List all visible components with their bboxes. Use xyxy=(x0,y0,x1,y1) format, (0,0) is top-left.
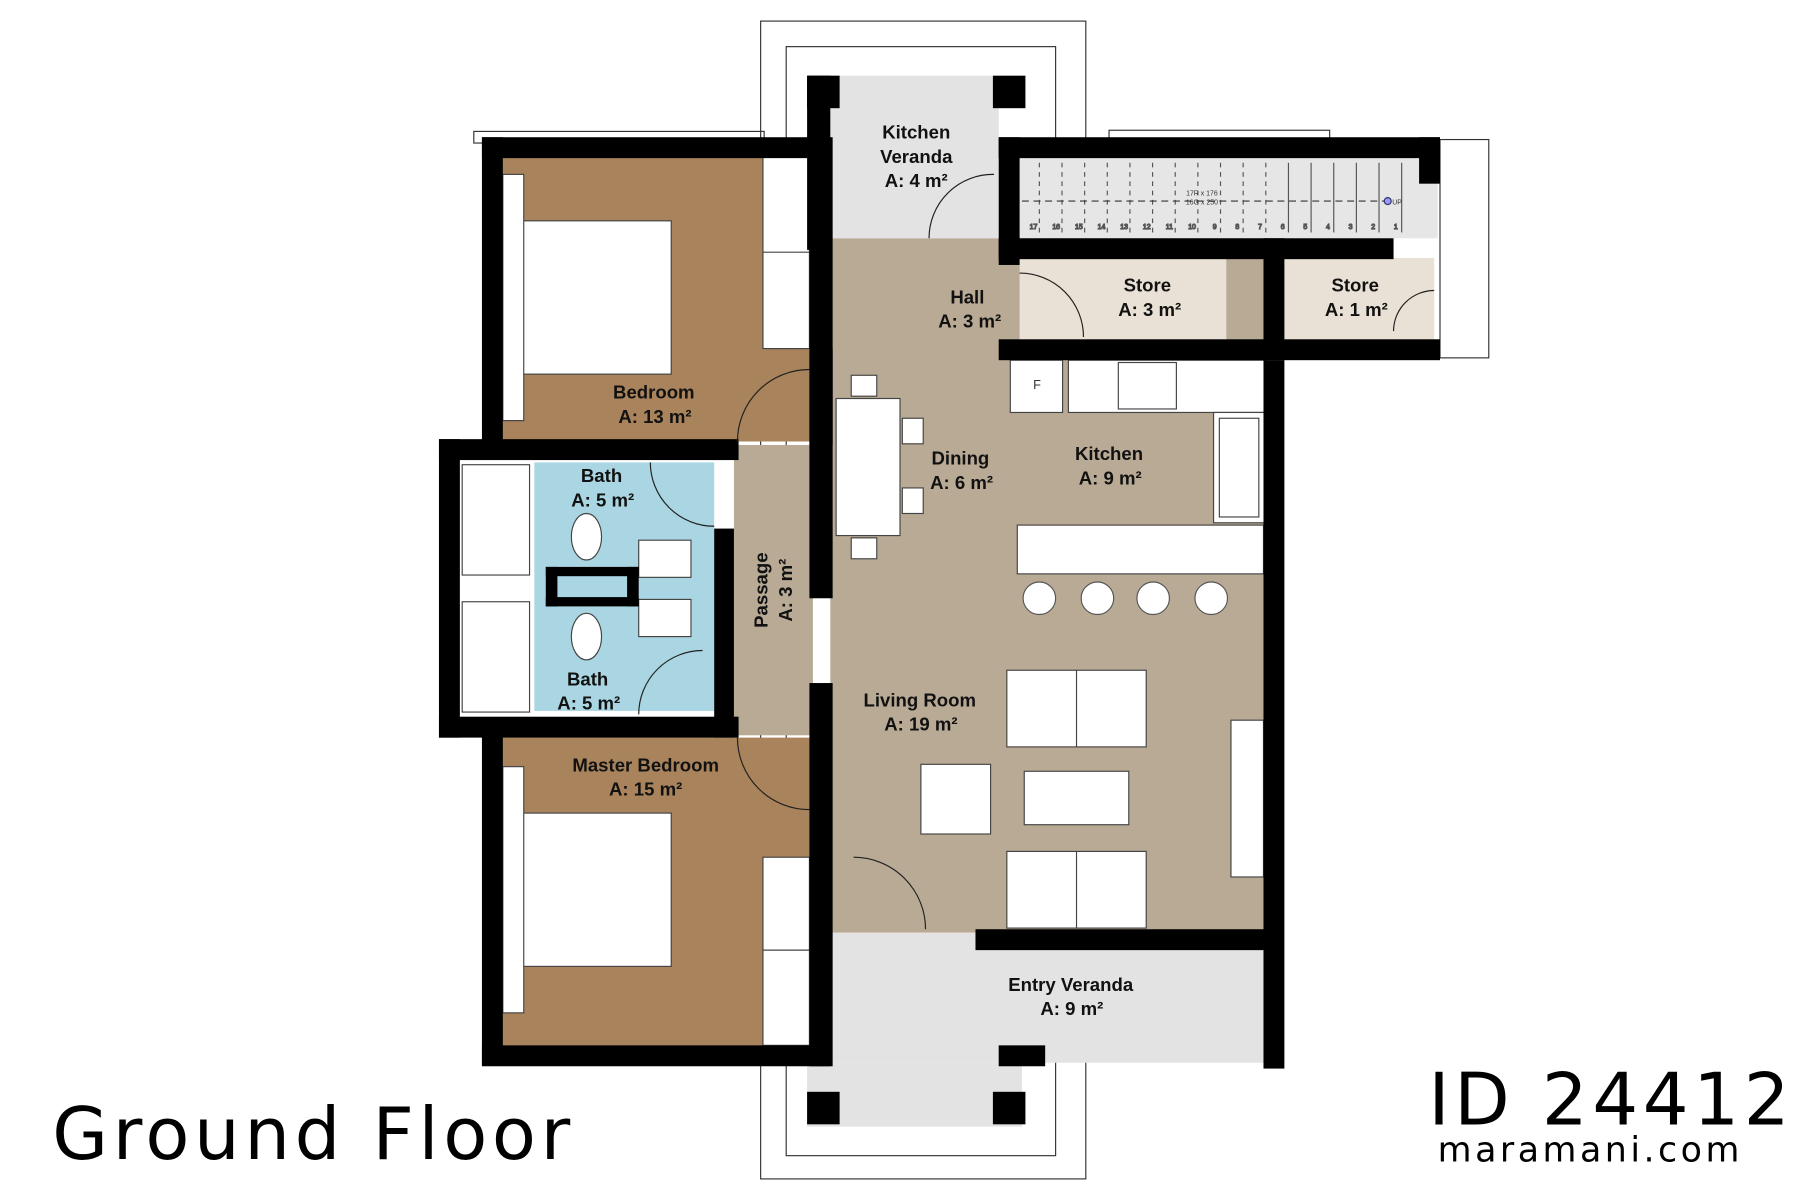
stair-start-marker xyxy=(1383,197,1392,206)
stair-risers: 17R x 176 xyxy=(1186,190,1218,197)
plan-title: Ground Floor xyxy=(52,1092,575,1176)
store-floor xyxy=(1019,258,1227,342)
room-area: A: 9 m² xyxy=(1040,998,1103,1019)
living-furniture xyxy=(920,669,1265,929)
passage-floor xyxy=(733,444,813,736)
dining-table xyxy=(835,374,924,560)
room-name: Living Room xyxy=(863,689,976,710)
kitchen-counters xyxy=(1009,359,1267,575)
bar-stools xyxy=(1022,581,1229,616)
room-name: Hall xyxy=(950,286,984,307)
room-area: A: 3 m² xyxy=(1118,299,1181,320)
room-name: Entry Veranda xyxy=(1008,974,1134,995)
bath-floor xyxy=(534,462,715,711)
stair-step-number: 8 xyxy=(1235,224,1239,231)
room-area: A: 9 m² xyxy=(1079,467,1142,488)
room-name: Veranda xyxy=(880,146,953,167)
room-name: Master Bedroom xyxy=(572,754,719,775)
room-name: Kitchen xyxy=(1075,443,1143,464)
stair-step-number: 3 xyxy=(1349,224,1353,231)
room-area: A: 19 m² xyxy=(884,714,957,735)
room-name: Store xyxy=(1124,275,1172,296)
room-area: A: 1 m² xyxy=(1325,299,1388,320)
plan-id: ID 24412 xyxy=(1428,1057,1794,1141)
room-name: Store xyxy=(1331,275,1379,296)
room-name: Kitchen xyxy=(882,121,950,142)
stair-step-number: 14 xyxy=(1098,224,1106,231)
stair-step-number: 6 xyxy=(1281,224,1285,231)
bath-fixtures xyxy=(461,464,692,713)
room-name: Bath xyxy=(581,465,622,486)
kitchen-veranda-floor xyxy=(830,75,999,239)
stair-step-number: 10 xyxy=(1188,224,1196,231)
walls xyxy=(438,75,1440,1125)
room-name: Passage xyxy=(751,552,772,627)
room-area: A: 4 m² xyxy=(885,170,948,191)
room-area: A: 3 m² xyxy=(938,311,1001,332)
stair-step-number: 9 xyxy=(1213,224,1217,231)
fridge-label: F xyxy=(1033,377,1041,392)
stair-step-number: 16 xyxy=(1052,224,1060,231)
room-name: Bedroom xyxy=(613,382,695,403)
room-labels: Kitchen Veranda A: 4 m² Hall A: 3 m² Sto… xyxy=(557,121,1388,1019)
stair-step-number: 2 xyxy=(1371,224,1375,231)
room-area: A: 13 m² xyxy=(618,406,691,427)
room-area: A: 5 m² xyxy=(571,490,634,511)
stair-step-number: 15 xyxy=(1075,224,1083,231)
stair-step-number: 12 xyxy=(1143,224,1151,231)
staircase[interactable]: 17 16 15 14 13 12 11 10 9 8 7 6 5 4 3 2 1 xyxy=(1029,162,1403,233)
room-area: A: 6 m² xyxy=(930,472,993,493)
stair-step-number: 1 xyxy=(1394,224,1398,231)
stair-step-number: 7 xyxy=(1258,224,1262,231)
room-area: A: 3 m² xyxy=(775,559,796,622)
stair-goings: 16G x 250 xyxy=(1186,200,1218,207)
doors[interactable] xyxy=(638,173,1435,930)
beds xyxy=(502,156,810,1046)
stair-step-number: 11 xyxy=(1166,224,1173,231)
room-name: Bath xyxy=(567,668,608,689)
stair-step-number: 13 xyxy=(1120,224,1128,231)
porch-floor xyxy=(807,1062,1022,1127)
stair-step-number: 5 xyxy=(1303,224,1307,231)
stair-step-number: 4 xyxy=(1326,224,1330,231)
room-area: A: 5 m² xyxy=(557,693,620,714)
entry-veranda-floor xyxy=(830,932,1278,1063)
room-area: A: 15 m² xyxy=(609,779,682,800)
stair-floor xyxy=(1019,156,1438,239)
stair-step-number: 17 xyxy=(1030,224,1038,231)
room-name: Dining xyxy=(931,448,989,469)
stair-up-label: UP xyxy=(1392,200,1402,207)
website: maramani.com xyxy=(1438,1130,1743,1170)
